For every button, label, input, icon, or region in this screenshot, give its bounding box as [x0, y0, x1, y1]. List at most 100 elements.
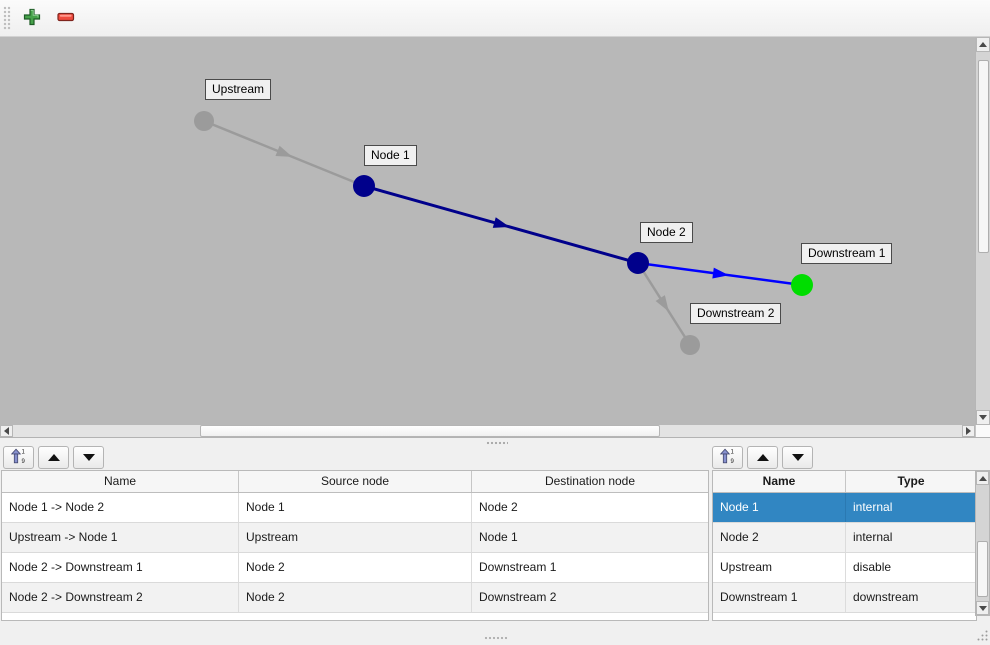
table-cell[interactable]: Node 1 [479, 530, 518, 544]
table-empty-area [2, 613, 708, 620]
move-up-button[interactable] [38, 446, 69, 469]
toolbar-drag-handle[interactable] [3, 6, 11, 30]
nodes-table-scrollbar[interactable] [975, 470, 990, 616]
arrow-up-icon [47, 454, 60, 461]
table-cell[interactable]: internal [853, 530, 893, 544]
scroll-right-button[interactable] [962, 425, 975, 437]
table-cell[interactable]: Node 1 -> Node 2 [2, 493, 239, 522]
arrow-up-icon [979, 42, 987, 47]
column-header[interactable]: Name [713, 471, 846, 492]
move-down-button[interactable] [73, 446, 104, 469]
svg-text:1: 1 [730, 450, 734, 456]
splitter-handle-icon [486, 441, 508, 445]
node-label-downstream1[interactable]: Downstream 1 [801, 243, 893, 264]
move-down-button[interactable] [782, 446, 813, 469]
bottom-splitter-handle-icon[interactable] [484, 636, 508, 640]
column-header[interactable]: Destination node [544, 474, 636, 488]
column-header[interactable]: Source node [239, 471, 472, 492]
arrow-down-icon [979, 415, 987, 420]
column-header[interactable]: Type [897, 474, 925, 488]
node-label-node2[interactable]: Node 2 [640, 222, 693, 243]
hscroll-thumb[interactable] [200, 425, 660, 437]
node-label-node1[interactable]: Node 1 [364, 145, 417, 166]
table-cell[interactable]: downstream [853, 590, 919, 604]
table-row[interactable]: Upstream disable [713, 553, 976, 583]
node-label-downstream2[interactable]: Downstream 2 [690, 303, 782, 324]
svg-text:1: 1 [21, 450, 25, 456]
table-cell[interactable]: Upstream [239, 523, 472, 552]
move-up-button[interactable] [747, 446, 778, 469]
node-node2[interactable] [627, 252, 649, 274]
sort-nodes-button[interactable]: 1 9 [712, 446, 743, 469]
column-header[interactable]: Name [2, 471, 239, 492]
arrow-up-icon [978, 475, 987, 481]
table-cell[interactable]: Node 1 [239, 493, 472, 522]
table-cell[interactable]: Node 2 [239, 553, 472, 582]
edge-arrow-icon [492, 217, 510, 228]
edge-arrow-icon [655, 295, 669, 312]
vscroll-thumb[interactable] [977, 541, 988, 597]
svg-text:9: 9 [730, 459, 734, 464]
table-cell[interactable]: Upstream -> Node 1 [2, 523, 239, 552]
vscroll-thumb[interactable] [978, 60, 989, 253]
plus-icon [23, 8, 41, 29]
scroll-up-button[interactable] [976, 471, 989, 485]
remove-node-button[interactable] [53, 5, 79, 31]
edge-arrow-icon [712, 267, 729, 279]
window-resize-grip-icon[interactable] [975, 628, 989, 642]
scrollbar-corner [975, 425, 990, 437]
sort-edges-button[interactable]: 1 9 [3, 446, 34, 469]
node-label-upstream[interactable]: Upstream [205, 79, 272, 100]
minus-icon [57, 11, 75, 26]
table-cell[interactable]: disable [853, 560, 892, 574]
arrow-down-icon [82, 454, 95, 461]
arrow-down-icon [978, 605, 987, 611]
arrow-down-icon [791, 454, 804, 461]
table-cell[interactable]: internal [853, 500, 893, 514]
arrow-up-icon [756, 454, 769, 461]
scroll-down-button[interactable] [976, 410, 990, 425]
canvas-hscrollbar[interactable] [0, 425, 975, 437]
table-header-row: Name Type [713, 471, 976, 493]
table-cell[interactable]: Node 2 [479, 500, 518, 514]
node-node1[interactable] [353, 175, 375, 197]
table-cell[interactable]: Node 1 [713, 493, 846, 522]
table-cell[interactable]: Upstream [713, 553, 846, 582]
table-cell[interactable]: Downstream 1 [479, 560, 557, 574]
scroll-up-button[interactable] [976, 37, 990, 52]
svg-text:9: 9 [21, 459, 25, 464]
scroll-down-button[interactable] [976, 601, 989, 615]
node-downstream2[interactable] [680, 335, 700, 355]
add-node-button[interactable] [19, 5, 45, 31]
table-row[interactable]: Node 1 internal [713, 493, 976, 523]
table-cell[interactable]: Downstream 2 [479, 590, 557, 604]
main-toolbar [0, 0, 990, 37]
canvas-vscrollbar[interactable] [975, 37, 990, 425]
arrow-left-icon [4, 427, 9, 435]
table-row[interactable]: Node 2 internal [713, 523, 976, 553]
table-cell[interactable]: Node 2 [239, 583, 472, 612]
scroll-left-button[interactable] [0, 425, 13, 437]
table-cell[interactable]: Node 2 [713, 523, 846, 552]
table-cell[interactable]: Node 2 -> Downstream 2 [2, 583, 239, 612]
horizontal-splitter[interactable] [0, 437, 990, 446]
edges-pane-toolbar: 1 9 [3, 446, 104, 469]
table-cell[interactable]: Downstream 1 [713, 583, 846, 612]
table-empty-area [713, 613, 976, 620]
table-cell[interactable]: Node 2 -> Downstream 1 [2, 553, 239, 582]
table-row[interactable]: Downstream 1 downstream [713, 583, 976, 613]
node-upstream[interactable] [194, 111, 214, 131]
sort-ascending-icon: 1 9 [719, 448, 736, 467]
node-downstream1[interactable] [791, 274, 813, 296]
arrow-right-icon [966, 427, 971, 435]
sort-ascending-icon: 1 9 [10, 448, 27, 467]
edge-arrow-icon [275, 145, 293, 157]
